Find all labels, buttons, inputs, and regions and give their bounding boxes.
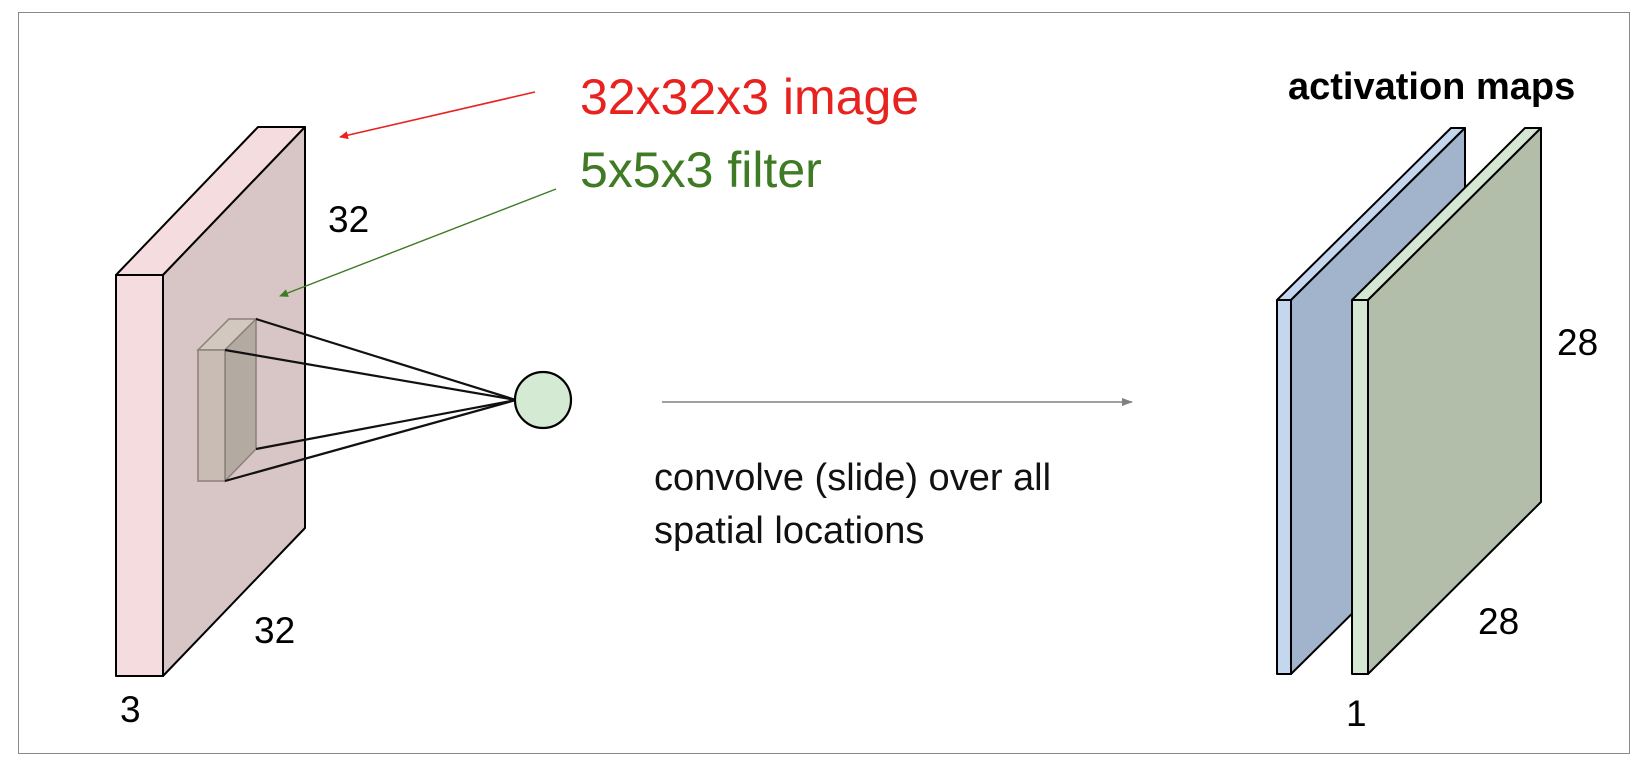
- activation-maps-title: activation maps: [1288, 66, 1575, 108]
- input-volume-edge: [115, 274, 164, 677]
- connection-line: [255, 398, 517, 451]
- filter-front: [197, 349, 226, 482]
- output-height-label: 28: [1557, 322, 1598, 363]
- connection-line: [255, 317, 517, 402]
- activation-map-2: [1351, 127, 1542, 675]
- output-width-label: 28: [1478, 601, 1519, 642]
- filter-volume: [196, 317, 258, 483]
- image-label: 32x32x3 image: [580, 69, 919, 125]
- input-depth-label: 3: [120, 689, 141, 730]
- activation-map-2-edge: [1351, 299, 1369, 675]
- input-width-label: 32: [254, 610, 295, 651]
- filter-label: 5x5x3 filter: [580, 142, 822, 198]
- diagram-frame: [18, 12, 1630, 754]
- caption-line-1: convolve (slide) over all: [654, 457, 1051, 499]
- activation-map-1-edge: [1276, 299, 1292, 675]
- filter-label-arrow: [279, 188, 557, 297]
- caption-line-2: spatial locations: [654, 510, 924, 552]
- output-neuron: [513, 370, 573, 430]
- filter-connections: [224, 317, 517, 483]
- connection-line: [224, 398, 517, 483]
- image-label-arrow: [339, 91, 536, 140]
- output-depth-label: 1: [1346, 693, 1367, 734]
- input-height-label: 32: [328, 199, 369, 240]
- connection-line: [224, 348, 517, 402]
